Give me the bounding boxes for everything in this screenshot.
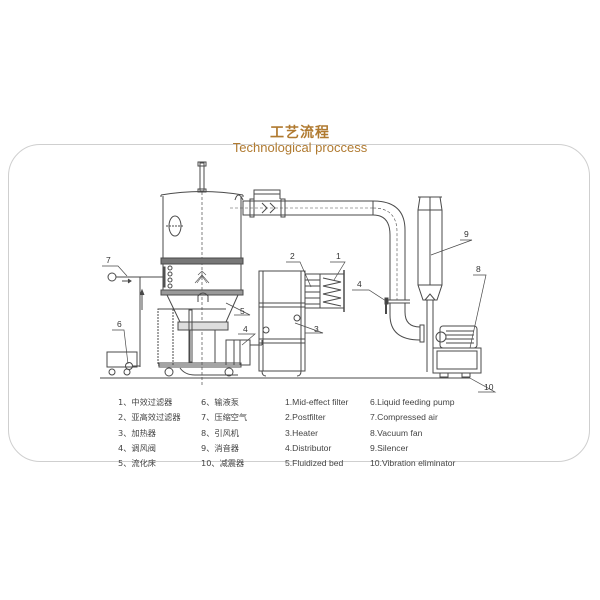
callout-8: 8 <box>476 264 481 274</box>
heater-cabinet <box>258 270 306 377</box>
compressed-air-inlet <box>107 272 163 367</box>
vacuum-fan <box>432 325 482 378</box>
legend-cn-col1: 1、中效过滤器 2、亚高效过滤器 3、加热器 4、调风阀 5、流化床 <box>118 395 181 471</box>
fluid-bed-tower <box>157 161 244 385</box>
callout-10: 10 <box>484 382 494 392</box>
legend-item: 4、调风阀 <box>118 442 156 453</box>
callout-9: 9 <box>464 229 469 239</box>
legend-item: 4.Distributor <box>285 442 332 453</box>
legend-item: 7.Compressed air <box>370 412 438 423</box>
callout-leaders <box>102 239 497 393</box>
silencer <box>417 196 443 372</box>
legend-item: 9、消音器 <box>201 442 239 453</box>
distributor-left <box>225 339 263 366</box>
callout-6: 6 <box>117 319 122 329</box>
callout-1: 1 <box>336 251 341 261</box>
legend-item: 5、流化床 <box>118 458 156 469</box>
legend-item: 8、引风机 <box>201 427 239 438</box>
legend-item: 7、压缩空气 <box>201 412 248 423</box>
callout-7: 7 <box>106 255 111 265</box>
legend-item: 2.Postfilter <box>285 412 326 423</box>
diagram-frame <box>8 144 590 462</box>
legend-item: 10.Vibration eliminator <box>370 458 456 469</box>
legend-en-col1: 1.Mid-effect filter 2.Postfilter 3.Heate… <box>285 395 348 471</box>
callout-4-distributor: 4 <box>243 324 248 334</box>
legend-item: 2、亚高效过滤器 <box>118 412 181 423</box>
liquid-feeding-pump <box>106 351 140 376</box>
title-chinese: 工艺流程 <box>270 125 330 141</box>
callout-4-valve: 4 <box>357 279 362 289</box>
callout-2: 2 <box>290 251 295 261</box>
title-english: Technological proccess <box>232 140 368 155</box>
legend-cn-col2: 6、输液泵 7、压缩空气 8、引风机 9、消音器 10、减震器 <box>201 395 247 471</box>
legend-item: 8.Vacuum fan <box>370 427 423 438</box>
legend-item: 3.Heater <box>285 427 318 438</box>
legend-item: 3、加热器 <box>118 427 156 438</box>
callout-3: 3 <box>314 324 319 334</box>
legend-item: 6.Liquid feeding pump <box>370 397 455 407</box>
legend-en-col2: 6.Liquid feeding pump 7.Compressed air 8… <box>370 395 455 471</box>
exhaust-duct <box>230 189 425 343</box>
legend-item: 9.Silencer <box>370 442 409 453</box>
filter-stack <box>304 270 345 312</box>
legend-item: 6、输液泵 <box>201 397 239 407</box>
callout-5: 5 <box>240 306 245 316</box>
legend-item: 1.Mid-effect filter <box>285 397 349 407</box>
legend-item: 5.Fluidized bed <box>285 458 344 469</box>
legend-item: 1、中效过滤器 <box>118 397 173 407</box>
legend-item: 10、减震器 <box>201 458 245 469</box>
